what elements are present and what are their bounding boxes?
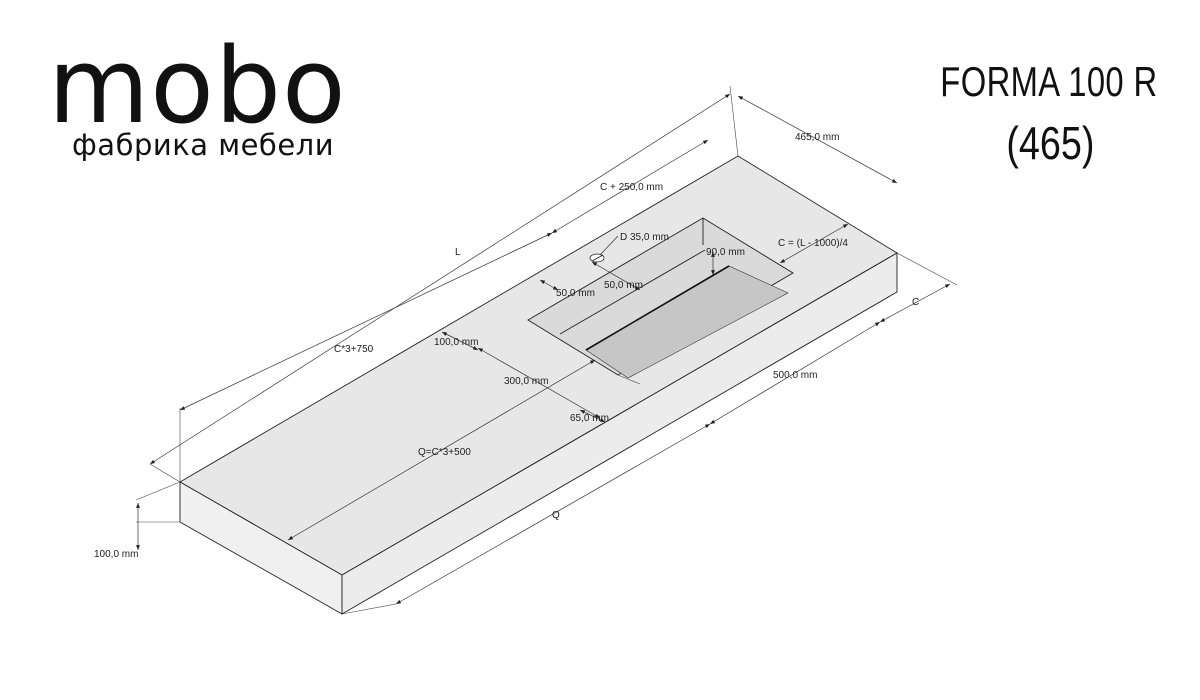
ext-line (896, 252, 958, 286)
label-front-65: 65,0 mm (570, 413, 609, 424)
dim-line-c-plus (551, 139, 709, 234)
label-c: C (912, 297, 919, 308)
label-q: Q (552, 510, 560, 521)
label-offset-50b: 50,0 mm (604, 280, 643, 291)
ext-line (149, 463, 181, 483)
label-offset-50a: 50,0 mm (556, 288, 595, 299)
dim-line-offset-50b (591, 261, 641, 291)
ext-line (341, 603, 397, 615)
dim-line-basin-width (477, 347, 601, 419)
leader-drain (599, 235, 619, 256)
dim-line-q (395, 423, 711, 605)
label-c-plus: C + 250,0 mm (600, 182, 663, 193)
ext-line (135, 481, 181, 501)
label-basin-depth: 90,0 mm (706, 247, 745, 258)
label-q-formula: Q=C*3+500 (418, 447, 471, 458)
dim-line-c-right (879, 283, 951, 323)
label-depth: 465,0 mm (795, 132, 839, 143)
dim-line-front-65 (579, 409, 606, 423)
dim-line-c-formula (179, 232, 553, 411)
model-name: FORMA 100 R (940, 58, 1158, 105)
label-inset-100: 100,0 mm (434, 337, 478, 348)
label-drain: D 35,0 mm (620, 232, 669, 243)
label-c-equation: C = (L - 1000)/4 (778, 238, 848, 249)
label-thickness: 100,0 mm (94, 549, 138, 560)
slab-top-face (179, 155, 898, 576)
dim-line-depth (737, 95, 898, 184)
dim-line-c-equation (779, 223, 849, 264)
dim-line-inset-100 (441, 331, 479, 351)
dim-line-basin-length (709, 321, 881, 425)
dim-line-offset-50a (539, 279, 559, 291)
label-length: L (455, 247, 461, 258)
label-basin-width: 300,0 mm (504, 376, 548, 387)
model-code: (465) (1005, 117, 1094, 169)
label-c-formula: C*3+750 (334, 344, 374, 355)
label-basin-length: 500,0 mm (773, 370, 817, 381)
ext-line (729, 85, 739, 157)
